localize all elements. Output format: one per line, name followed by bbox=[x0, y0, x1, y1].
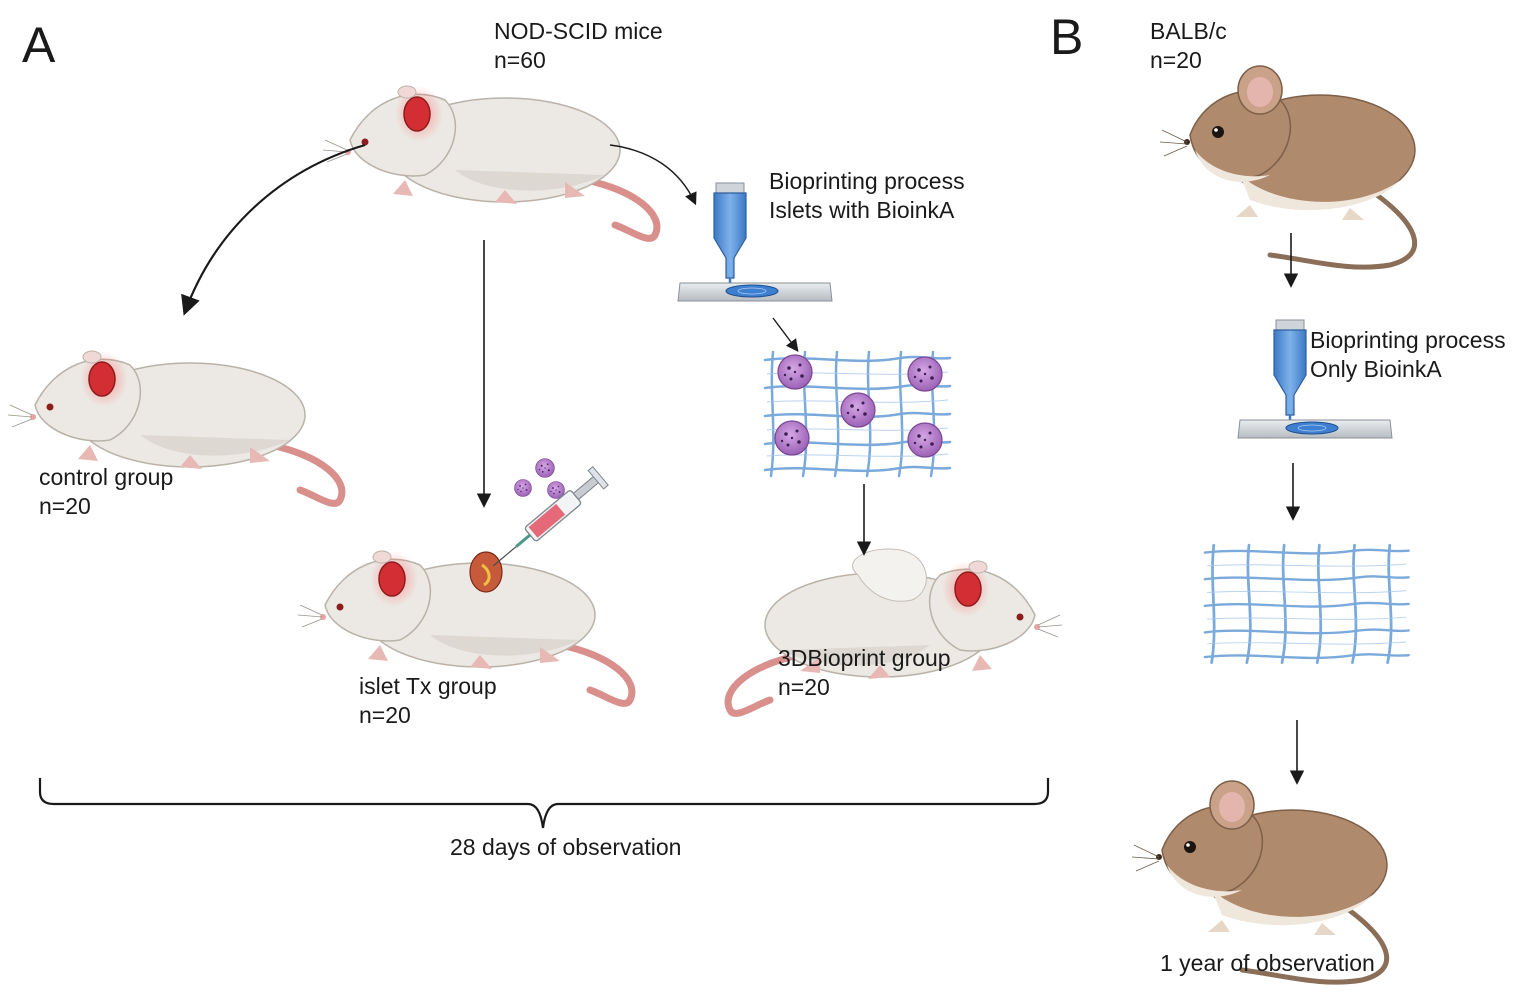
arrows-panel-a bbox=[181, 143, 872, 556]
panel-a-letter: A bbox=[22, 17, 56, 73]
balb-c-mouse bbox=[1160, 66, 1415, 267]
bioprint-process-b-line1: Bioprinting process bbox=[1310, 327, 1506, 353]
bioprint-process-a-line1: Bioprinting process bbox=[769, 168, 965, 194]
source-label: NOD-SCID mice n=60 bbox=[494, 17, 663, 75]
islet-name: islet Tx group bbox=[359, 673, 497, 699]
scaffold-with-islets bbox=[763, 350, 952, 478]
source-name: NOD-SCID mice bbox=[494, 18, 663, 44]
islets-floating bbox=[514, 458, 565, 499]
islet-count: n=20 bbox=[359, 702, 411, 728]
arrow-to-control bbox=[181, 143, 366, 316]
empty-scaffold bbox=[1203, 543, 1410, 665]
control-count: n=20 bbox=[39, 493, 91, 519]
bioprint-process-b-line2: Only BioinkA bbox=[1310, 356, 1442, 382]
observation-brace bbox=[38, 778, 1050, 829]
control-name: control group bbox=[39, 464, 174, 490]
observation-a-label: 28 days of observation bbox=[450, 834, 682, 860]
bioprint-process-a-line2: Islets with BioinkA bbox=[769, 197, 955, 223]
islet-label: islet Tx group n=20 bbox=[359, 672, 497, 730]
balb-count: n=20 bbox=[1150, 47, 1202, 73]
source-mouse-nod-scid bbox=[323, 86, 657, 238]
bioprint-group-name: 3DBioprint group bbox=[778, 645, 951, 671]
panel-b-letter: B bbox=[1050, 9, 1084, 65]
observation-b-label: 1 year of observation bbox=[1160, 950, 1375, 976]
bioprint-group-label: 3DBioprint group n=20 bbox=[778, 644, 951, 702]
bioprint-process-label-b: Bioprinting process Only BioinkA bbox=[1310, 326, 1506, 384]
balb-name: BALB/c bbox=[1150, 18, 1227, 44]
source-count: n=60 bbox=[494, 47, 546, 73]
kidney-icon bbox=[469, 551, 503, 593]
arrow-to-scaffold bbox=[772, 317, 799, 353]
islet-tx-mouse bbox=[298, 551, 632, 703]
bioprint-group-count: n=20 bbox=[778, 674, 830, 700]
balb-label: BALB/c n=20 bbox=[1150, 17, 1227, 75]
bioprint-process-label-a: Bioprinting process Islets with BioinkA bbox=[769, 167, 965, 225]
control-label: control group n=20 bbox=[39, 463, 173, 521]
arrow-to-printer bbox=[609, 144, 697, 206]
arrows-panel-b bbox=[1283, 233, 1305, 785]
syringe-icon bbox=[492, 465, 609, 567]
